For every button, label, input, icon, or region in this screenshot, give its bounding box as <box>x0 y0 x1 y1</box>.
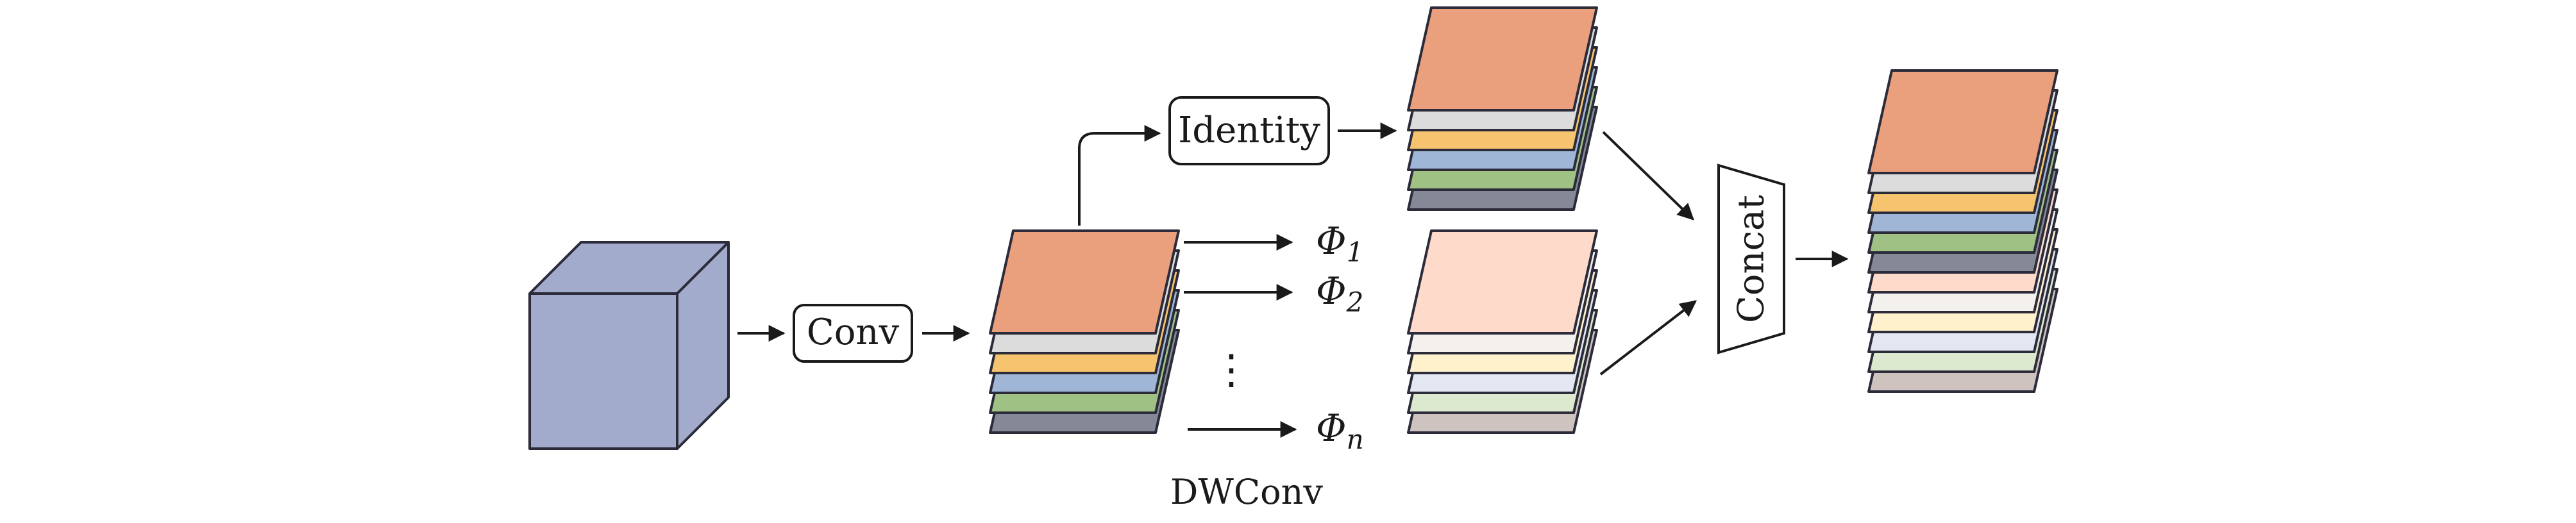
concat-label: Concat <box>1731 195 1772 323</box>
arrow-features-to-identity <box>1078 125 1161 226</box>
identity-box <box>1168 96 1330 165</box>
conv-block: Conv <box>793 304 913 363</box>
output-feature-maps-stack <box>1867 69 2058 393</box>
ghost-feature-maps-stack <box>1407 229 1598 434</box>
arrow-identity-stack-to-concat <box>1602 131 1694 220</box>
intrinsic-feature-maps-stack <box>989 229 1180 434</box>
phi-n-label: Φn <box>1316 406 1364 455</box>
output-map-layer-1 <box>1867 69 2058 174</box>
intrinsic-map-layer-1 <box>989 229 1180 335</box>
ghost-map-layer-1 <box>1407 229 1598 335</box>
identity-label: Identity <box>1178 110 1320 151</box>
concat-block: Concat <box>1717 163 1785 354</box>
identity-map-layer-1 <box>1407 6 1598 112</box>
identity-feature-maps-stack <box>1407 6 1598 211</box>
input-feature-cube <box>528 241 730 450</box>
cheap-operations: Φ1 Φ2 Φn ⋮ <box>1184 219 1364 455</box>
arrow-ghost-stack-to-concat <box>1599 300 1697 376</box>
identity-block: Identity <box>1168 96 1330 165</box>
conv-box <box>793 304 913 363</box>
ellipsis-vertical: ⋮ <box>1211 346 1252 394</box>
concat-shape <box>1717 163 1785 354</box>
phi-2-label: Φ2 <box>1316 269 1363 318</box>
dwconv-caption: DWConv <box>1170 472 1323 512</box>
conv-label: Conv <box>807 311 900 353</box>
input-cube-front-face <box>528 292 678 450</box>
phi-1-label: Φ1 <box>1316 219 1363 268</box>
